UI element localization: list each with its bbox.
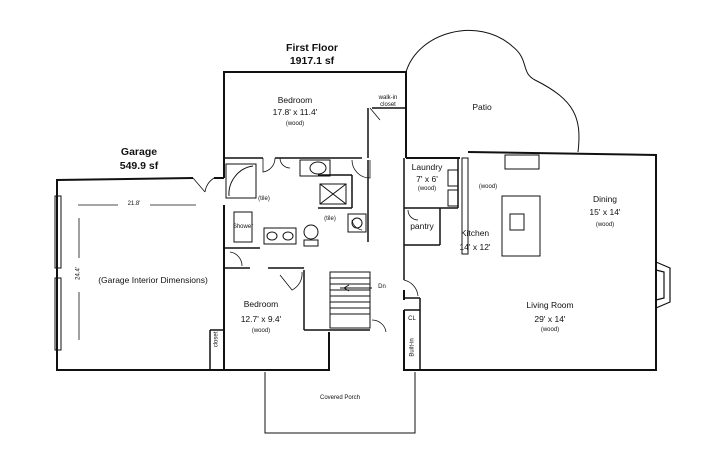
laundry-floor: (wood) — [417, 186, 437, 192]
bedroom-2-name: Bedroom — [243, 299, 279, 309]
built-in-label: Built-in — [409, 338, 416, 357]
bedroom-2-floor: (wood) — [251, 328, 271, 334]
living-room-floor: (wood) — [540, 327, 560, 333]
closet-label: closet — [213, 331, 220, 348]
laundry-name: Laundry — [411, 162, 443, 172]
shower-label: Shower — [232, 224, 254, 230]
bath-tile-label-1: (tile) — [258, 196, 270, 202]
kitchen-name: Kitchen — [460, 228, 490, 238]
garage-depth-dim: 24.4' — [75, 267, 82, 280]
garage-doors — [54, 195, 62, 351]
bedroom-master-floor: (wood) — [285, 121, 305, 127]
dining-name: Dining — [592, 194, 618, 204]
hall-floor: (wood) — [478, 184, 498, 190]
bedroom-master-dims: 17.8' x 11.4' — [272, 107, 318, 117]
stairs — [329, 271, 372, 329]
walkin-closet-label-1: walk-in — [378, 95, 398, 101]
garage-dimension-lines — [78, 204, 196, 340]
living-room-dims: 29' x 14' — [534, 314, 566, 324]
dining-floor: (wood) — [595, 222, 615, 228]
kitchen-island — [461, 154, 541, 257]
laundry-dims: 7' x 6' — [416, 174, 438, 184]
garage-width-dim: 21.8' — [127, 201, 141, 207]
first-floor-area: 1917.1 sf — [289, 55, 335, 67]
bath-tile-label-2: (tile) — [324, 216, 336, 222]
stairs-dn-label: Dn — [378, 284, 386, 290]
kitchen-dims: 14' x 12' — [459, 242, 491, 252]
bedroom-2-dims: 12.7' x 9.4' — [240, 314, 282, 324]
dining-dims: 15' x 14' — [589, 207, 621, 217]
stairs-arrow — [343, 284, 372, 292]
house-walls — [223, 71, 657, 371]
first-floor-title: First Floor — [286, 42, 338, 54]
garage-area: 549.9 sf — [119, 160, 159, 172]
pantry-label: pantry — [410, 221, 434, 231]
garage-walls — [56, 177, 224, 371]
walkin-closet-label-2: closet — [380, 102, 396, 108]
bedroom-master-name: Bedroom — [277, 95, 313, 105]
covered-porch-label: Covered Porch — [319, 395, 361, 401]
patio-label: Patio — [472, 102, 492, 112]
patio-outline — [405, 30, 580, 153]
laundry-appliances — [447, 169, 459, 207]
garage-title: Garage — [120, 146, 158, 158]
cl-label: CL — [408, 316, 416, 322]
bath-fixtures — [225, 159, 367, 247]
garage-note: (Garage Interior Dimensions) — [98, 275, 208, 285]
covered-porch-outline — [264, 372, 416, 434]
interior-walls — [209, 107, 459, 370]
living-room-name: Living Room — [526, 300, 574, 310]
fireplace — [655, 261, 671, 309]
garage-door-swing — [192, 177, 215, 193]
